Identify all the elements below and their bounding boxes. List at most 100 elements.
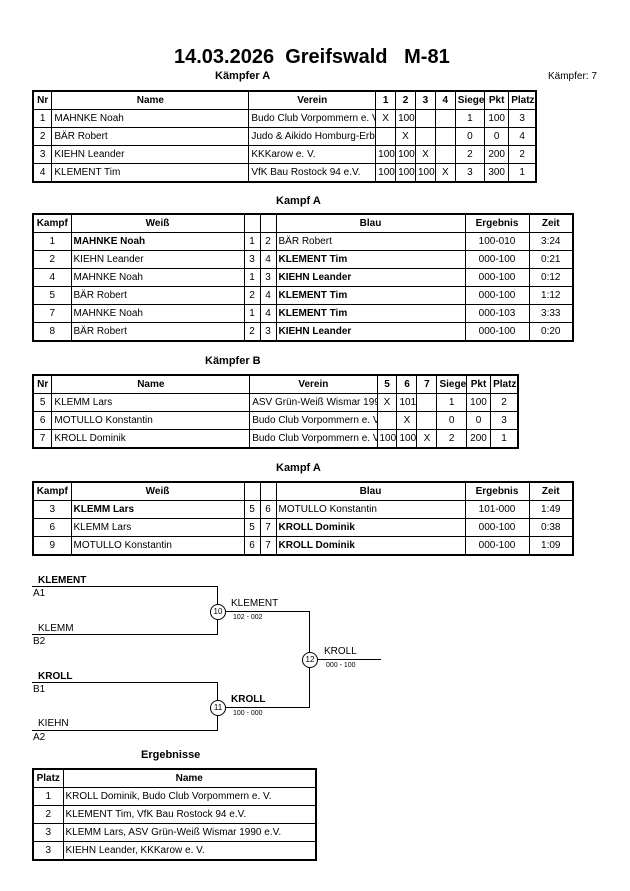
blue-number: 4 [259,304,277,323]
blue-fighter: KROLL Dominik [275,536,466,556]
table-cell: 300 [484,163,510,183]
table-cell: 100 [396,429,418,449]
column-header: Blau [275,481,466,501]
table-cell: 7 [32,429,53,449]
column-header: Ergebnis [464,213,530,233]
table-cell: 3 [508,109,537,128]
sf2-fight-number: 11 [210,700,226,716]
table-cell: 0 [465,411,492,430]
column-header: Name [62,768,317,788]
table-cell: 100 [376,429,398,449]
table-cell: 3 [32,145,53,164]
column-header: Zeit [528,213,574,233]
sf2-bottom-name: KIEHN [38,718,69,729]
table-cell: KIEHN Leander [51,145,250,164]
fight-number: 4 [32,268,72,287]
blue-number: 7 [259,518,277,537]
white-number: 3 [243,250,261,269]
white-fighter: MAHNKE Noah [70,268,245,287]
fight-result: 000-100 [464,322,530,342]
bracket-line [32,634,218,635]
fight-result: 000-100 [464,286,530,305]
table-cell: KLEMENT Tim, VfK Bau Rostock 94 e.V. [62,805,317,824]
column-header: Platz [490,374,519,394]
fight-result: 000-100 [464,268,530,287]
table-cell: 200 [465,429,492,449]
column-header: Weiß [70,481,245,501]
column-header: Platz [508,90,537,110]
blue-fighter: MOTULLO Konstantin [275,500,466,519]
table-cell: 2 [508,145,537,164]
table-cell: 100 [375,145,397,164]
column-header [259,481,277,501]
table-cell: X [376,393,398,412]
table-cell: 2 [490,393,519,412]
white-number: 1 [243,232,261,251]
table-cell: KIEHN Leander, KKKarow e. V. [62,841,317,861]
fight-result: 100-010 [464,232,530,251]
column-header: Siege [454,90,486,110]
white-number: 1 [243,304,261,323]
table-cell: 100 [395,145,416,164]
table-cell: 0 [484,127,510,146]
column-header: Pkt [465,374,492,394]
white-fighter: KIEHN Leander [70,250,245,269]
table-cell [416,393,438,412]
table-cell [434,127,456,146]
column-header: Platz [32,768,64,788]
sf1-bottom-name: KLEMM [38,623,74,634]
table-cell: 100 [375,163,397,183]
fight-time: 0:20 [528,322,574,342]
bracket-line [32,682,218,683]
table-cell: 3 [454,163,486,183]
table-cell: X [416,429,438,449]
table-cell: X [375,109,397,128]
bracket-line [309,659,381,660]
table-cell: 0 [454,127,486,146]
table-cell: 6 [32,411,53,430]
fight-number: 1 [32,232,72,251]
table-cell: X [396,411,418,430]
results-heading: Ergebnisse [141,749,201,761]
fight-number: 8 [32,322,72,342]
table-cell: 1 [436,393,467,412]
table-cell: 100 [414,163,436,183]
column-header: Verein [248,90,377,110]
column-header: Pkt [484,90,510,110]
white-fighter: MAHNKE Noah [70,232,245,251]
sf1-fight-number: 10 [210,604,226,620]
fight-number: 2 [32,250,72,269]
final-fight-number: 12 [302,652,318,668]
table-cell [414,109,436,128]
column-header: 3 [414,90,436,110]
fights-a-heading: Kampf A [276,195,321,207]
white-number: 6 [243,536,261,556]
table-cell: KROLL Dominik [51,429,251,449]
page-title: 14.03.2026 Greifswald M-81 [174,46,450,68]
fight-number: 5 [32,286,72,305]
bracket-line [32,586,218,587]
fight-number: 3 [32,500,72,519]
fight-result: 000-100 [464,536,530,556]
table-cell: X [395,127,416,146]
table-cell: KLEMM Lars, ASV Grün-Weiß Wismar 1990 e.… [62,823,317,842]
column-header: Nr [32,374,53,394]
table-cell: 1 [32,787,64,806]
blue-fighter: KLEMENT Tim [275,250,466,269]
fight-time: 3:24 [528,232,574,251]
table-cell: ASV Grün-Weiß Wismar 1990 e.V. [249,393,378,412]
column-header: Name [51,90,250,110]
table-cell: 4 [32,163,53,183]
